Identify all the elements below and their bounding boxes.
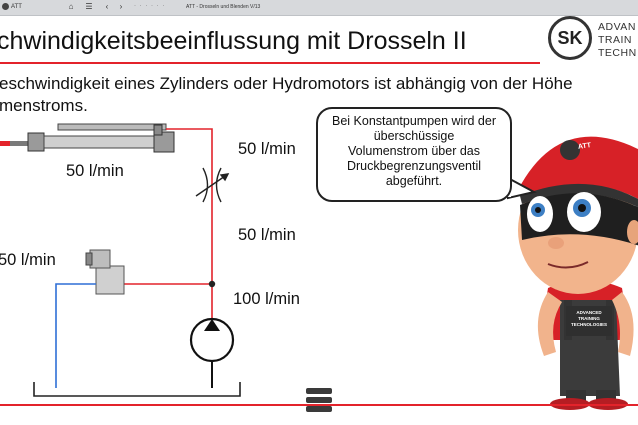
slide-title: chwindigkeitsbeeinflussung mit Drosseln … (0, 27, 467, 55)
speech-bubble: Bei Konstantpumpen wird der überschüssig… (316, 107, 512, 202)
company-logo-icon: SK (548, 16, 592, 60)
forward-icon[interactable]: › (119, 2, 123, 11)
company-name-line1: ADVAN (598, 21, 636, 33)
mascot-shirt-line2: TRAINING (578, 316, 600, 321)
brand-label: ATT (11, 3, 22, 10)
mascot-shirt-label: ADVANCED TRAINING TECHNOLOGIES (566, 310, 612, 328)
intro-text: eschwindigkeit eines Zylinders oder Hydr… (0, 73, 638, 117)
logo-mark-text: SK (557, 27, 583, 48)
intro-line-1: eschwindigkeit eines Zylinders oder Hydr… (0, 74, 573, 93)
mascot-shirt-line3: TECHNOLOGIES (570, 322, 607, 327)
return-line (55, 283, 96, 388)
bubble-line-2: überschüssige (373, 129, 455, 143)
mascot-illustration (518, 136, 638, 410)
brand: ATT (2, 3, 22, 10)
bubble-line-1: Bei Konstantpumpen wird der (332, 114, 496, 128)
mascot-shirt-line1: ADVANCED (576, 310, 602, 315)
hydraulic-cylinder-icon (0, 123, 175, 153)
flow-label-left: 50 l/min (0, 251, 56, 269)
menu-button[interactable] (306, 388, 332, 418)
back-icon[interactable]: ‹ (105, 2, 109, 11)
home-icon[interactable]: ⌂ (68, 2, 74, 11)
throttle-valve-icon (195, 167, 230, 203)
intro-line-2: menstroms. (0, 96, 88, 115)
company-name: ADVAN TRAIN TECHN (598, 21, 637, 60)
title-underline (0, 62, 540, 64)
footer-rule (0, 404, 638, 406)
pressure-relief-valve-icon (85, 249, 125, 295)
flow-label-pump: 100 l/min (233, 290, 300, 308)
flow-label-cylinder: 50 l/min (66, 162, 124, 180)
progress-dots: · · · · · · (134, 3, 166, 9)
hydraulic-pump-icon (189, 317, 235, 388)
bubble-line-5: abgeführt. (385, 174, 443, 188)
menu-icon-bar-2 (306, 397, 332, 403)
brand-logo-icon (2, 3, 9, 10)
flow-label-top-right: 50 l/min (238, 140, 296, 158)
company-name-line2: TRAIN (598, 34, 632, 46)
bubble-line-3: Volumenstrom über das (347, 144, 480, 158)
menu-icon-bar-3 (306, 406, 332, 412)
top-toolbar: ATT ⌂ ☰ ‹ › · · · · · · ATT - Drosseln u… (0, 0, 638, 16)
menu-icon (306, 388, 332, 394)
company-name-line3: TECHN (598, 47, 637, 59)
list-icon[interactable]: ☰ (85, 2, 93, 11)
junction-dot (208, 280, 216, 288)
flow-label-mid-right: 50 l/min (238, 226, 296, 244)
tank-icon (33, 382, 241, 397)
pressure-line (124, 128, 213, 318)
bubble-line-4: Druckbegrenzungsventil (346, 159, 482, 173)
document-title: ATT - Drosseln und Blenden V/13 (186, 4, 261, 10)
